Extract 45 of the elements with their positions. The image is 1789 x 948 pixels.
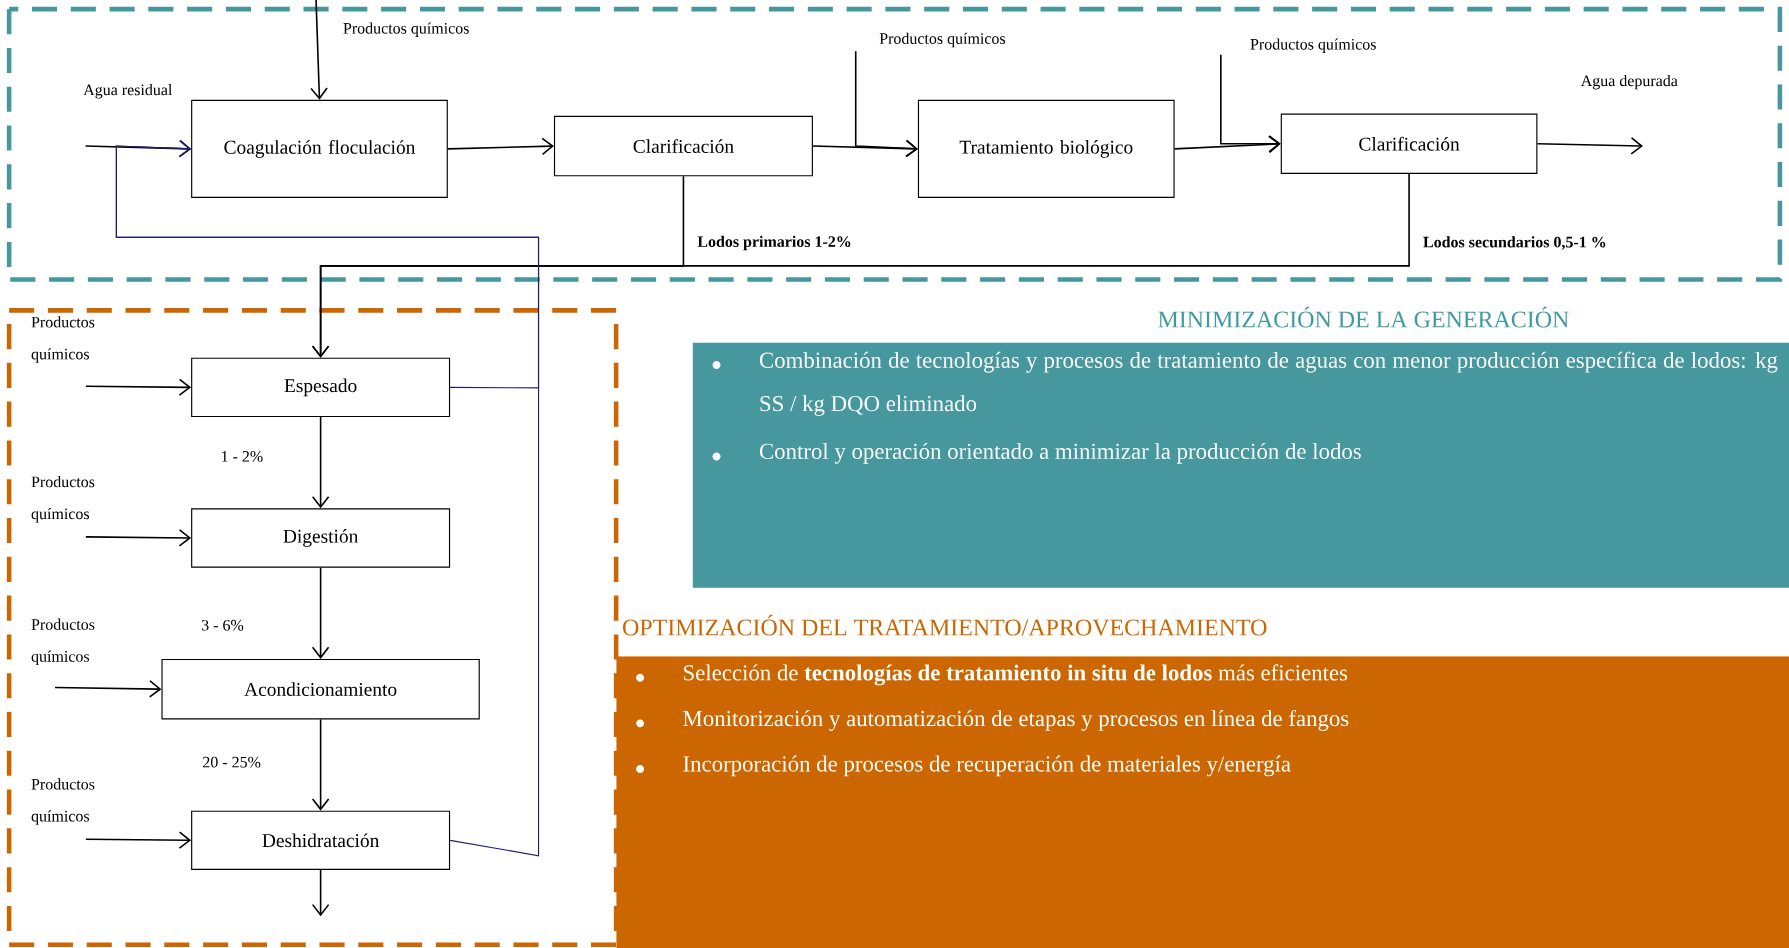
process-box: Acondicionamiento: [161, 658, 480, 720]
process-box: Espesado: [191, 357, 451, 417]
process-box: Clarificación: [1280, 113, 1538, 174]
bullet-item: Control y operación orientado a minimizar la producción de lodos: [712, 442, 1361, 464]
process-box: Coagulación floculación: [191, 99, 448, 198]
bullet-item: Selección de tecnologías de tratamiento in situ de lodos más eficientes: [636, 664, 1348, 686]
edge-label: 20 - 25%: [201, 755, 263, 769]
bullet-item: Incorporación de procesos de recuperación de materiales y/energía: [636, 755, 1291, 777]
text-label: Productos químicos: [343, 22, 469, 37]
edge-label: Lodos secundarios 0,5-1 %: [1421, 235, 1608, 251]
arrow: [311, 173, 1410, 358]
arrow: [54, 680, 162, 698]
arrow: [115, 139, 540, 857]
panel-heading: MINIMIZACIÓN DE LA GENERACIÓN: [1158, 306, 1569, 328]
edge-label: Lodos primarios 1-2%: [696, 234, 853, 252]
arrow: [85, 831, 192, 849]
arrow: [311, 566, 330, 659]
bullet-item: Combinación de tecnologías y procesos de tratamiento de aguas con menor producción específica de lodos: kg SS / kg DQO eliminado: [712, 351, 1778, 416]
text-label: Productos químicos: [31, 316, 95, 363]
text-label: Productos químicos: [31, 475, 95, 523]
arrow: [311, 869, 330, 917]
arrow: [1536, 136, 1643, 155]
arrow: [447, 137, 554, 156]
text-label: Productos químicos: [31, 618, 95, 665]
text-label: Productos químicos: [879, 32, 1006, 48]
arrow: [85, 529, 192, 547]
edge-label: 1 - 2%: [219, 449, 265, 463]
text-label: Productos químicos: [1250, 38, 1376, 53]
text-label: Agua depurada: [1580, 74, 1678, 90]
arrow: [854, 50, 918, 158]
arrow: [1173, 135, 1281, 154]
arrow: [1220, 53, 1281, 153]
bullet-item: Monitorización y automatización de etapas y procesos en línea de fangos: [636, 709, 1349, 731]
process-box: Digestión: [191, 508, 451, 568]
arrow: [311, 416, 330, 509]
edge-label: 3 - 6%: [200, 618, 245, 632]
panel-heading: OPTIMIZACIÓN DEL TRATAMIENTO/APROVECHAMIENTO: [623, 614, 1267, 636]
process-box: Deshidratación: [191, 810, 451, 870]
text-label: Agua residual: [83, 83, 173, 99]
process-box: Tratamiento biológico: [917, 99, 1175, 198]
arrow: [311, 718, 330, 811]
arrow: [310, 0, 328, 100]
arrow: [85, 378, 192, 396]
text-label: Productos químicos: [31, 778, 95, 825]
process-box: Clarificación: [553, 115, 813, 177]
